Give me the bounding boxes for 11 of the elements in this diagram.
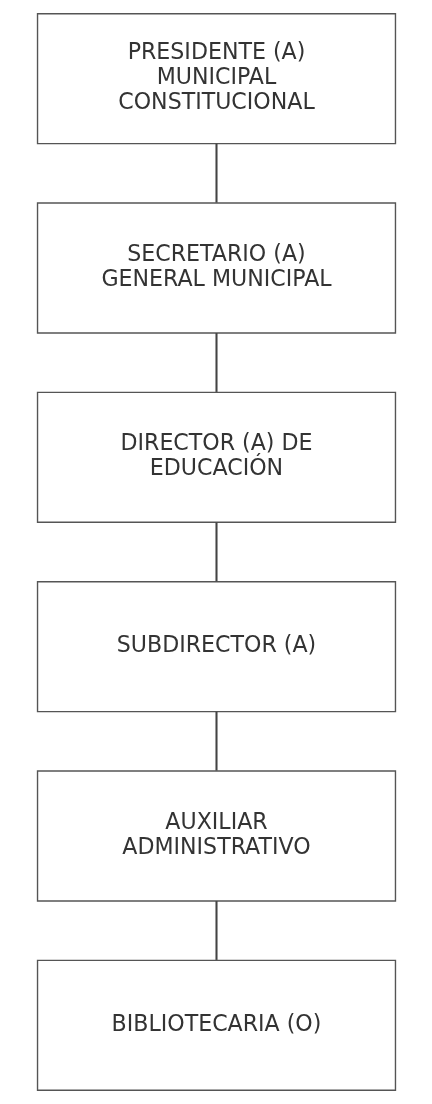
connector: [214, 711, 218, 771]
node-box: AUXILIAR ADMINISTRATIVO: [36, 770, 396, 902]
node-box: DIRECTOR (A) DE EDUCACIÓN: [36, 391, 396, 523]
node-box: SECRETARIO (A) GENERAL MUNICIPAL: [36, 202, 396, 334]
connector: [214, 901, 218, 960]
node-box: PRESIDENTE (A) MUNICIPAL CONSTITUCIONAL: [36, 13, 396, 145]
node-box: BIBLIOTECARIA (O): [36, 959, 396, 1091]
connector: [214, 143, 218, 203]
connector: [214, 333, 218, 392]
node-box: SUBDIRECTOR (A): [36, 581, 396, 713]
connector: [214, 522, 218, 582]
